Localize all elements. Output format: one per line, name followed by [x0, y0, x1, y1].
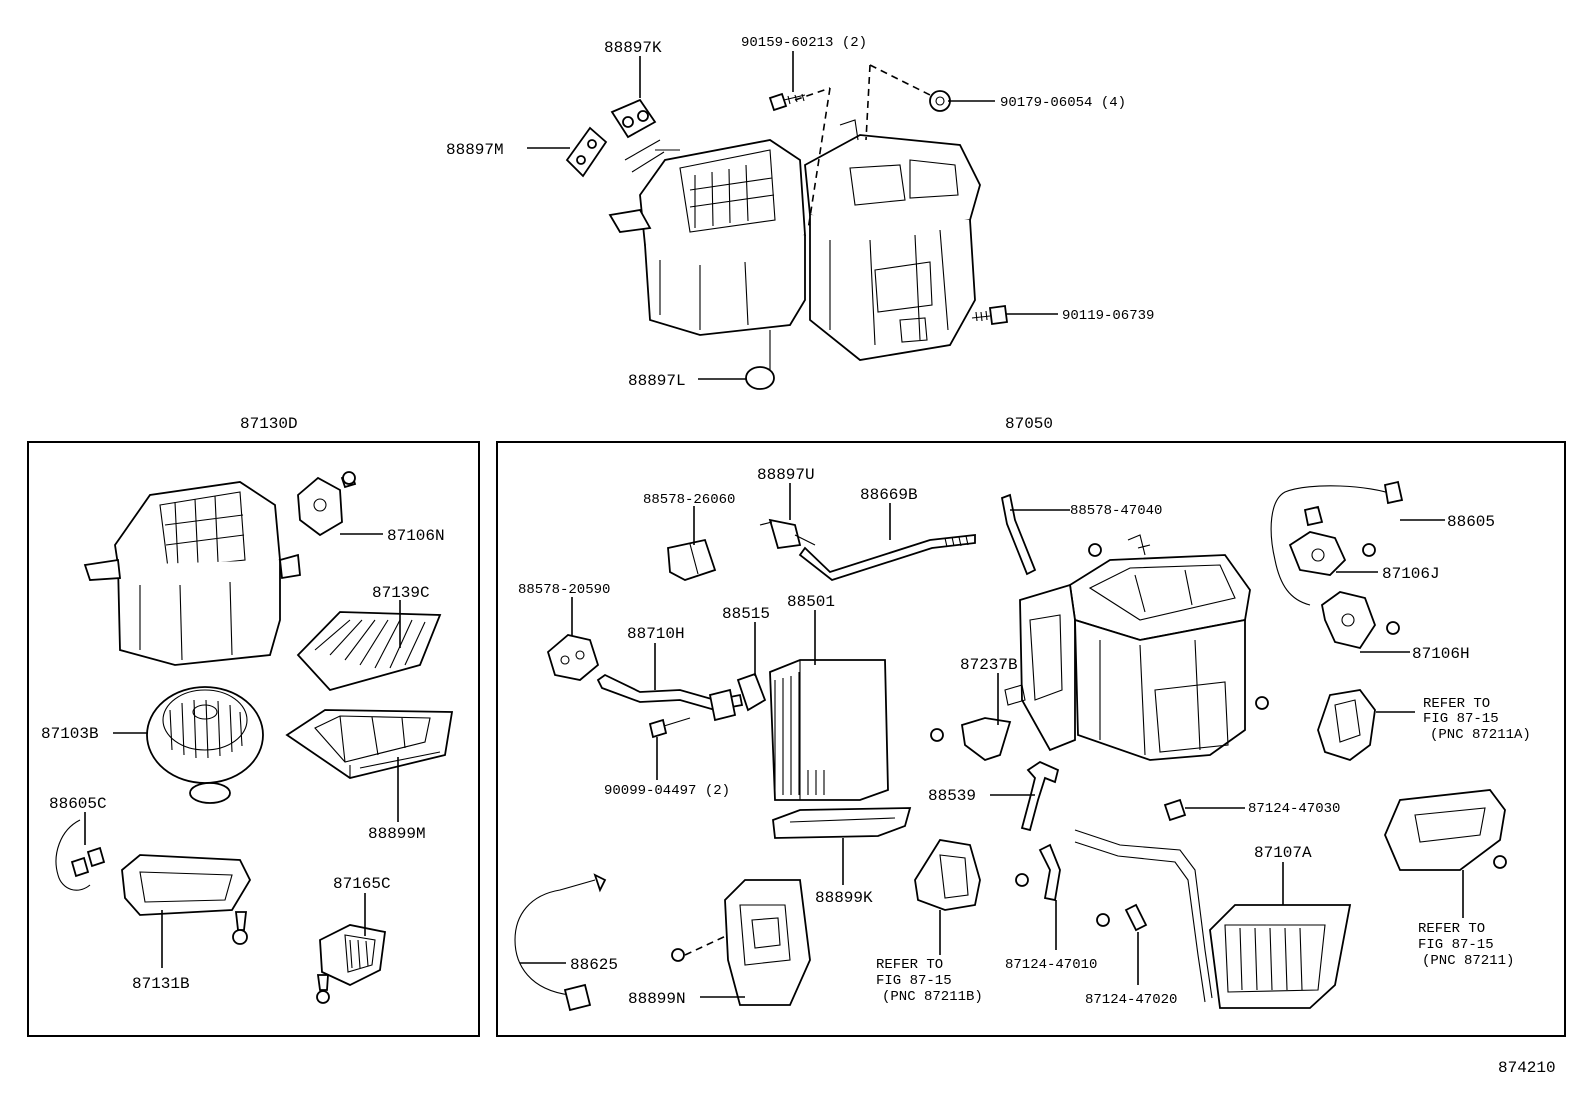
- svg-text:FIG 87-15: FIG 87-15: [1423, 711, 1499, 727]
- clip-88578-26060: [667, 538, 717, 581]
- label-87124-47020: 87124-47020: [1085, 992, 1177, 1008]
- duct-ref-87211b: [914, 839, 981, 911]
- svg-text:(PNC 87211B): (PNC 87211B): [882, 989, 983, 1005]
- svg-text:(PNC 87211A): (PNC 87211A): [1430, 727, 1531, 743]
- label-87124-47010: 87124-47010: [1005, 957, 1097, 973]
- label-88897l: 88897L: [628, 372, 686, 390]
- label-87124-47030: 87124-47030: [1248, 801, 1340, 817]
- pipe-88710h: [596, 673, 744, 722]
- plug-88897l: [745, 366, 775, 390]
- svg-text:REFER TO: REFER TO: [1418, 921, 1485, 937]
- label-88625: 88625: [570, 956, 618, 974]
- label-88897u: 88897U: [757, 466, 815, 484]
- grommet-88897k: [610, 98, 657, 139]
- screw-87165c: [316, 974, 330, 1004]
- reference-note-87211b: REFER TO FIG 87-15 (PNC 87211B): [876, 957, 983, 1005]
- evaporator-88501: [769, 659, 889, 801]
- group-box-87130d: [27, 441, 480, 1037]
- hose-88578-47040: [1000, 493, 1037, 576]
- seal-88899k: [772, 807, 912, 839]
- label-88710h: 88710H: [627, 625, 685, 643]
- clip-87124-47020: [1096, 903, 1148, 932]
- grommet-88897m: [565, 126, 608, 178]
- main-unit-assembly: [608, 119, 981, 381]
- label-88669b: 88669B: [860, 486, 918, 504]
- clip-87124-47010: [1015, 843, 1061, 902]
- hose-88539: [1020, 760, 1060, 832]
- screw-case-side: [1255, 696, 1269, 710]
- duct-ref-87211: [1384, 789, 1507, 871]
- screw-90099: [648, 717, 691, 739]
- valve-88515: [736, 672, 767, 712]
- heater-core-87107a: [1074, 829, 1352, 1009]
- label-88899n: 88899N: [628, 990, 686, 1008]
- label-90159: 90159-60213 (2): [741, 35, 867, 51]
- label-88578-47040: 88578-47040: [1070, 503, 1162, 519]
- nut-90179: [929, 90, 951, 112]
- screw-87106n: [342, 471, 356, 485]
- label-88515: 88515: [722, 605, 770, 623]
- svg-text:REFER TO: REFER TO: [1423, 696, 1490, 712]
- grommet-88578-20590: [546, 634, 600, 681]
- label-87106h: 87106H: [1412, 645, 1470, 663]
- label-87165c: 87165C: [333, 875, 391, 893]
- label-88578-26060: 88578-26060: [643, 492, 735, 508]
- filter-frame-88899m: [285, 709, 454, 779]
- label-87139c: 87139C: [372, 584, 430, 602]
- evaporator-case: [1004, 534, 1251, 761]
- label-88605c: 88605C: [49, 795, 107, 813]
- label-87106j: 87106J: [1382, 565, 1440, 583]
- wire-88605: [1270, 480, 1404, 606]
- sensor-88625: [514, 873, 607, 1012]
- cover-87131b: [121, 854, 252, 916]
- label-87131b: 87131B: [132, 975, 190, 993]
- servo-87106h: [1321, 591, 1400, 650]
- label-88899k: 88899K: [815, 889, 873, 907]
- label-87103b: 87103B: [41, 725, 99, 743]
- screw-87131b: [232, 911, 248, 945]
- label-88897k: 88897K: [604, 39, 662, 57]
- label-88899m: 88899M: [368, 825, 426, 843]
- blower-motor-87103b: [146, 686, 264, 804]
- label-87106n: 87106N: [387, 527, 445, 545]
- clip-87124-47030: [1163, 798, 1187, 822]
- svg-text:FIG 87-15: FIG 87-15: [1418, 937, 1494, 953]
- label-88578-20590: 88578-20590: [518, 582, 610, 598]
- reference-note-87211: REFER TO FIG 87-15 (PNC 87211): [1418, 921, 1514, 969]
- label-90179: 90179-06054 (4): [1000, 95, 1126, 111]
- connector-88897u: [759, 518, 816, 549]
- filter-87139c: [296, 611, 442, 692]
- label-88897m: 88897M: [446, 141, 504, 159]
- svg-text:(PNC 87211): (PNC 87211): [1422, 953, 1514, 969]
- svg-text:FIG 87-15: FIG 87-15: [876, 973, 952, 989]
- group-label-87050: 87050: [1005, 415, 1053, 433]
- screw-90159: [768, 92, 806, 112]
- label-90119: 90119-06739: [1062, 308, 1154, 324]
- label-88605: 88605: [1447, 513, 1495, 531]
- svg-text:REFER TO: REFER TO: [876, 957, 943, 973]
- wire-88605c: [55, 819, 106, 891]
- resistor-87165c: [319, 924, 387, 986]
- screw-case-top: [1088, 543, 1102, 557]
- bolt-90119: [971, 304, 1009, 326]
- servo-87106j: [1288, 531, 1376, 576]
- label-88539: 88539: [928, 787, 976, 805]
- pipe-88669b: [798, 533, 976, 582]
- group-label-87130d: 87130D: [240, 415, 298, 433]
- label-88501: 88501: [787, 593, 835, 611]
- bracket-88899n: [671, 879, 811, 1006]
- label-87107a: 87107A: [1254, 844, 1312, 862]
- group-box-87050: [496, 441, 1566, 1037]
- blower-case: [83, 481, 301, 666]
- label-87237b: 87237B: [960, 656, 1018, 674]
- reference-note-87211a: REFER TO FIG 87-15 (PNC 87211A): [1423, 696, 1531, 743]
- label-90099: 90099-04497 (2): [604, 783, 730, 799]
- duct-ref-87211a: [1317, 689, 1376, 761]
- bracket-87237b: [930, 717, 1012, 762]
- figure-number: 874210: [1498, 1059, 1556, 1077]
